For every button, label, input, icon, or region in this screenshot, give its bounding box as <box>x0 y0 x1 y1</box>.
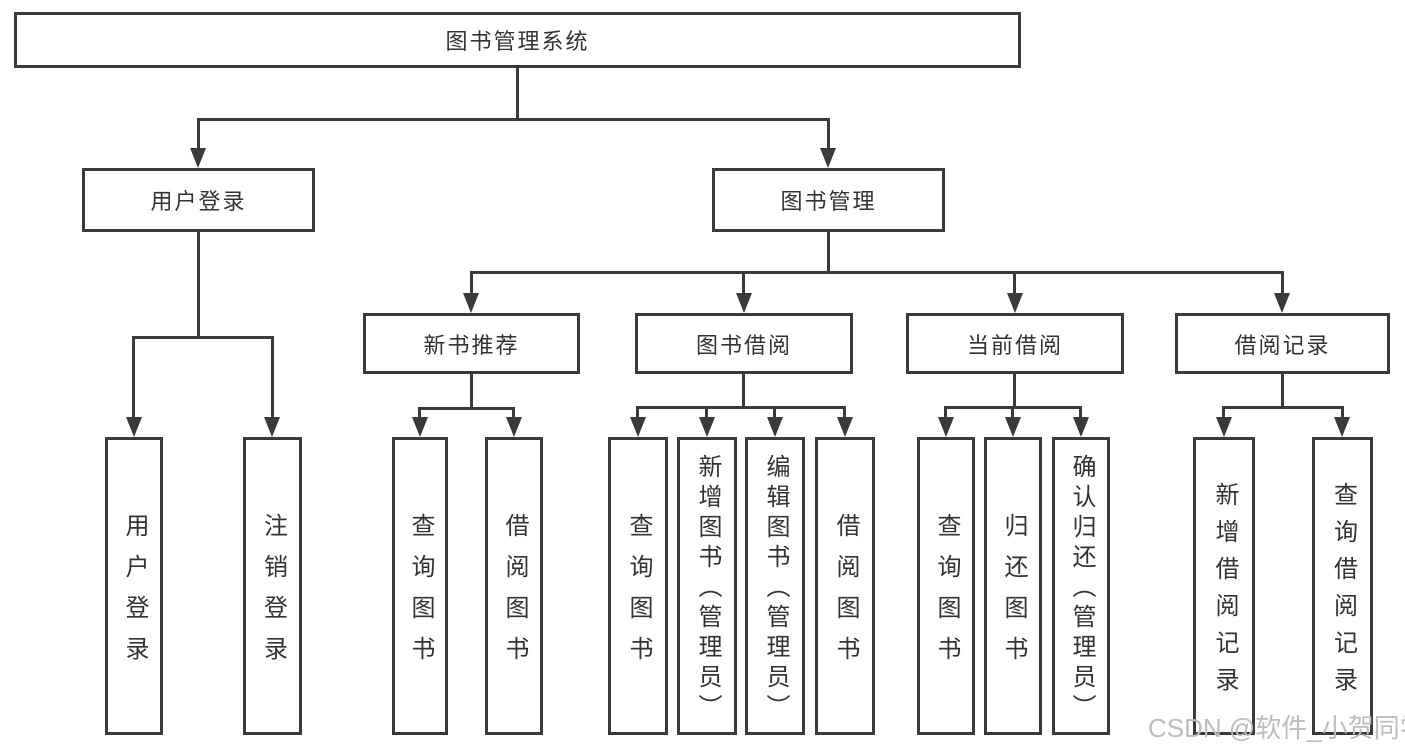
arrow-down-icon <box>938 417 954 437</box>
connector-h-line <box>470 271 1284 274</box>
node-user-login: 用户登录 <box>82 168 315 232</box>
node-book-management: 图书管理 <box>712 168 945 232</box>
connector-v-line <box>827 232 830 274</box>
arrow-down-icon <box>767 417 783 437</box>
arrow-down-icon <box>463 293 479 313</box>
leaf-add-borrow-record: 新增借阅记录 <box>1193 437 1255 735</box>
connector-v-line <box>418 407 421 419</box>
connector-v-line <box>1281 374 1284 406</box>
connector-v-line <box>742 271 745 295</box>
connector-v-line <box>1079 406 1082 419</box>
leaf-return-book-label: 归还图书 <box>1000 512 1027 677</box>
arrow-down-icon <box>699 417 715 437</box>
connector-v-line <box>1013 271 1016 295</box>
connector-v-line <box>843 406 846 419</box>
arrow-down-icon <box>837 417 853 437</box>
arrow-down-icon <box>820 148 836 168</box>
connector-v-line <box>197 118 200 150</box>
connector-v-line <box>1222 406 1225 419</box>
connector-v-line <box>1013 374 1016 406</box>
node-book-management-label: 图书管理 <box>780 189 877 214</box>
leaf-add-book-admin-label: 新增图书（管理员） <box>694 454 721 724</box>
connector-h-line <box>1222 406 1344 409</box>
node-new-book-recommend: 新书推荐 <box>363 313 580 374</box>
leaf-return-book: 归还图书 <box>984 437 1042 735</box>
node-new-book-recommend-label: 新书推荐 <box>423 332 520 358</box>
arrow-down-icon <box>1005 417 1021 437</box>
connector-h-line <box>418 407 515 410</box>
connector-h-line <box>132 336 274 339</box>
arrow-down-icon <box>1334 417 1350 437</box>
connector-v-line <box>132 336 135 418</box>
connector-v-line <box>470 271 473 295</box>
leaf-edit-book-admin-label: 编辑图书（管理员） <box>762 454 789 724</box>
leaf-query-book-borrow: 查询图书 <box>608 437 668 735</box>
node-current-borrow: 当前借阅 <box>906 313 1124 374</box>
arrow-down-icon <box>1216 417 1232 437</box>
node-user-login-label: 用户登录 <box>150 189 247 214</box>
node-borrow-record-label: 借阅记录 <box>1234 332 1331 358</box>
leaf-confirm-return-admin-label: 确认归还（管理员） <box>1068 454 1095 724</box>
node-current-borrow-label: 当前借阅 <box>966 332 1063 358</box>
csdn-watermark: CSDN @软件_小贺同学 <box>1148 713 1405 743</box>
node-book-borrow: 图书借阅 <box>635 313 853 374</box>
leaf-user-login: 用户登录 <box>105 437 163 735</box>
connector-v-line <box>1341 406 1344 419</box>
leaf-borrow-book-recommend-label: 借阅图书 <box>501 512 528 677</box>
leaf-user-login-label: 用户登录 <box>121 512 148 677</box>
arrow-down-icon <box>506 417 522 437</box>
leaf-query-book-current-label: 查询图书 <box>933 512 960 677</box>
connector-v-line <box>1281 271 1284 295</box>
connector-v-line <box>1011 406 1014 419</box>
leaf-add-borrow-record-label: 新增借阅记录 <box>1211 481 1238 704</box>
arrow-down-icon <box>264 417 280 437</box>
leaf-borrow-book-recommend: 借阅图书 <box>485 437 543 735</box>
connector-v-line <box>827 118 830 150</box>
connector-v-line <box>197 232 200 336</box>
leaf-logout-label: 注销登录 <box>259 512 287 677</box>
arrow-down-icon <box>190 148 206 168</box>
connector-v-line <box>742 374 745 406</box>
arrow-down-icon <box>1073 417 1089 437</box>
leaf-query-borrow-record-label: 查询借阅记录 <box>1329 481 1357 704</box>
leaf-query-book-recommend: 查询图书 <box>392 437 448 735</box>
connector-v-line <box>516 68 519 118</box>
connector-v-line <box>512 407 515 419</box>
node-root: 图书管理系统 <box>14 12 1021 68</box>
leaf-borrow-book-label: 借阅图书 <box>832 512 859 677</box>
connector-v-line <box>705 406 708 419</box>
leaf-edit-book-admin: 编辑图书（管理员） <box>745 437 805 735</box>
leaf-logout: 注销登录 <box>243 437 302 735</box>
arrow-down-icon <box>736 293 752 313</box>
node-root-label: 图书管理系统 <box>445 29 590 54</box>
arrow-down-icon <box>1274 293 1290 313</box>
leaf-borrow-book: 借阅图书 <box>815 437 875 735</box>
node-borrow-record: 借阅记录 <box>1175 313 1390 374</box>
connector-v-line <box>636 406 639 419</box>
connector-v-line <box>271 336 274 418</box>
connector-v-line <box>773 406 776 419</box>
node-book-borrow-label: 图书借阅 <box>695 332 792 358</box>
leaf-query-book-borrow-label: 查询图书 <box>625 512 652 677</box>
arrow-down-icon <box>412 417 428 437</box>
arrow-down-icon <box>1007 293 1023 313</box>
leaf-query-book-recommend-label: 查询图书 <box>407 512 434 677</box>
leaf-query-book-current: 查询图书 <box>917 437 975 735</box>
arrow-down-icon <box>126 417 142 437</box>
leaf-add-book-admin: 新增图书（管理员） <box>677 437 737 735</box>
connector-h-line <box>636 406 846 409</box>
arrow-down-icon <box>630 417 646 437</box>
leaf-confirm-return-admin: 确认归还（管理员） <box>1052 437 1110 735</box>
leaf-query-borrow-record: 查询借阅记录 <box>1312 437 1373 735</box>
connector-h-line <box>197 118 830 121</box>
connector-v-line <box>944 406 947 419</box>
connector-v-line <box>470 374 473 407</box>
